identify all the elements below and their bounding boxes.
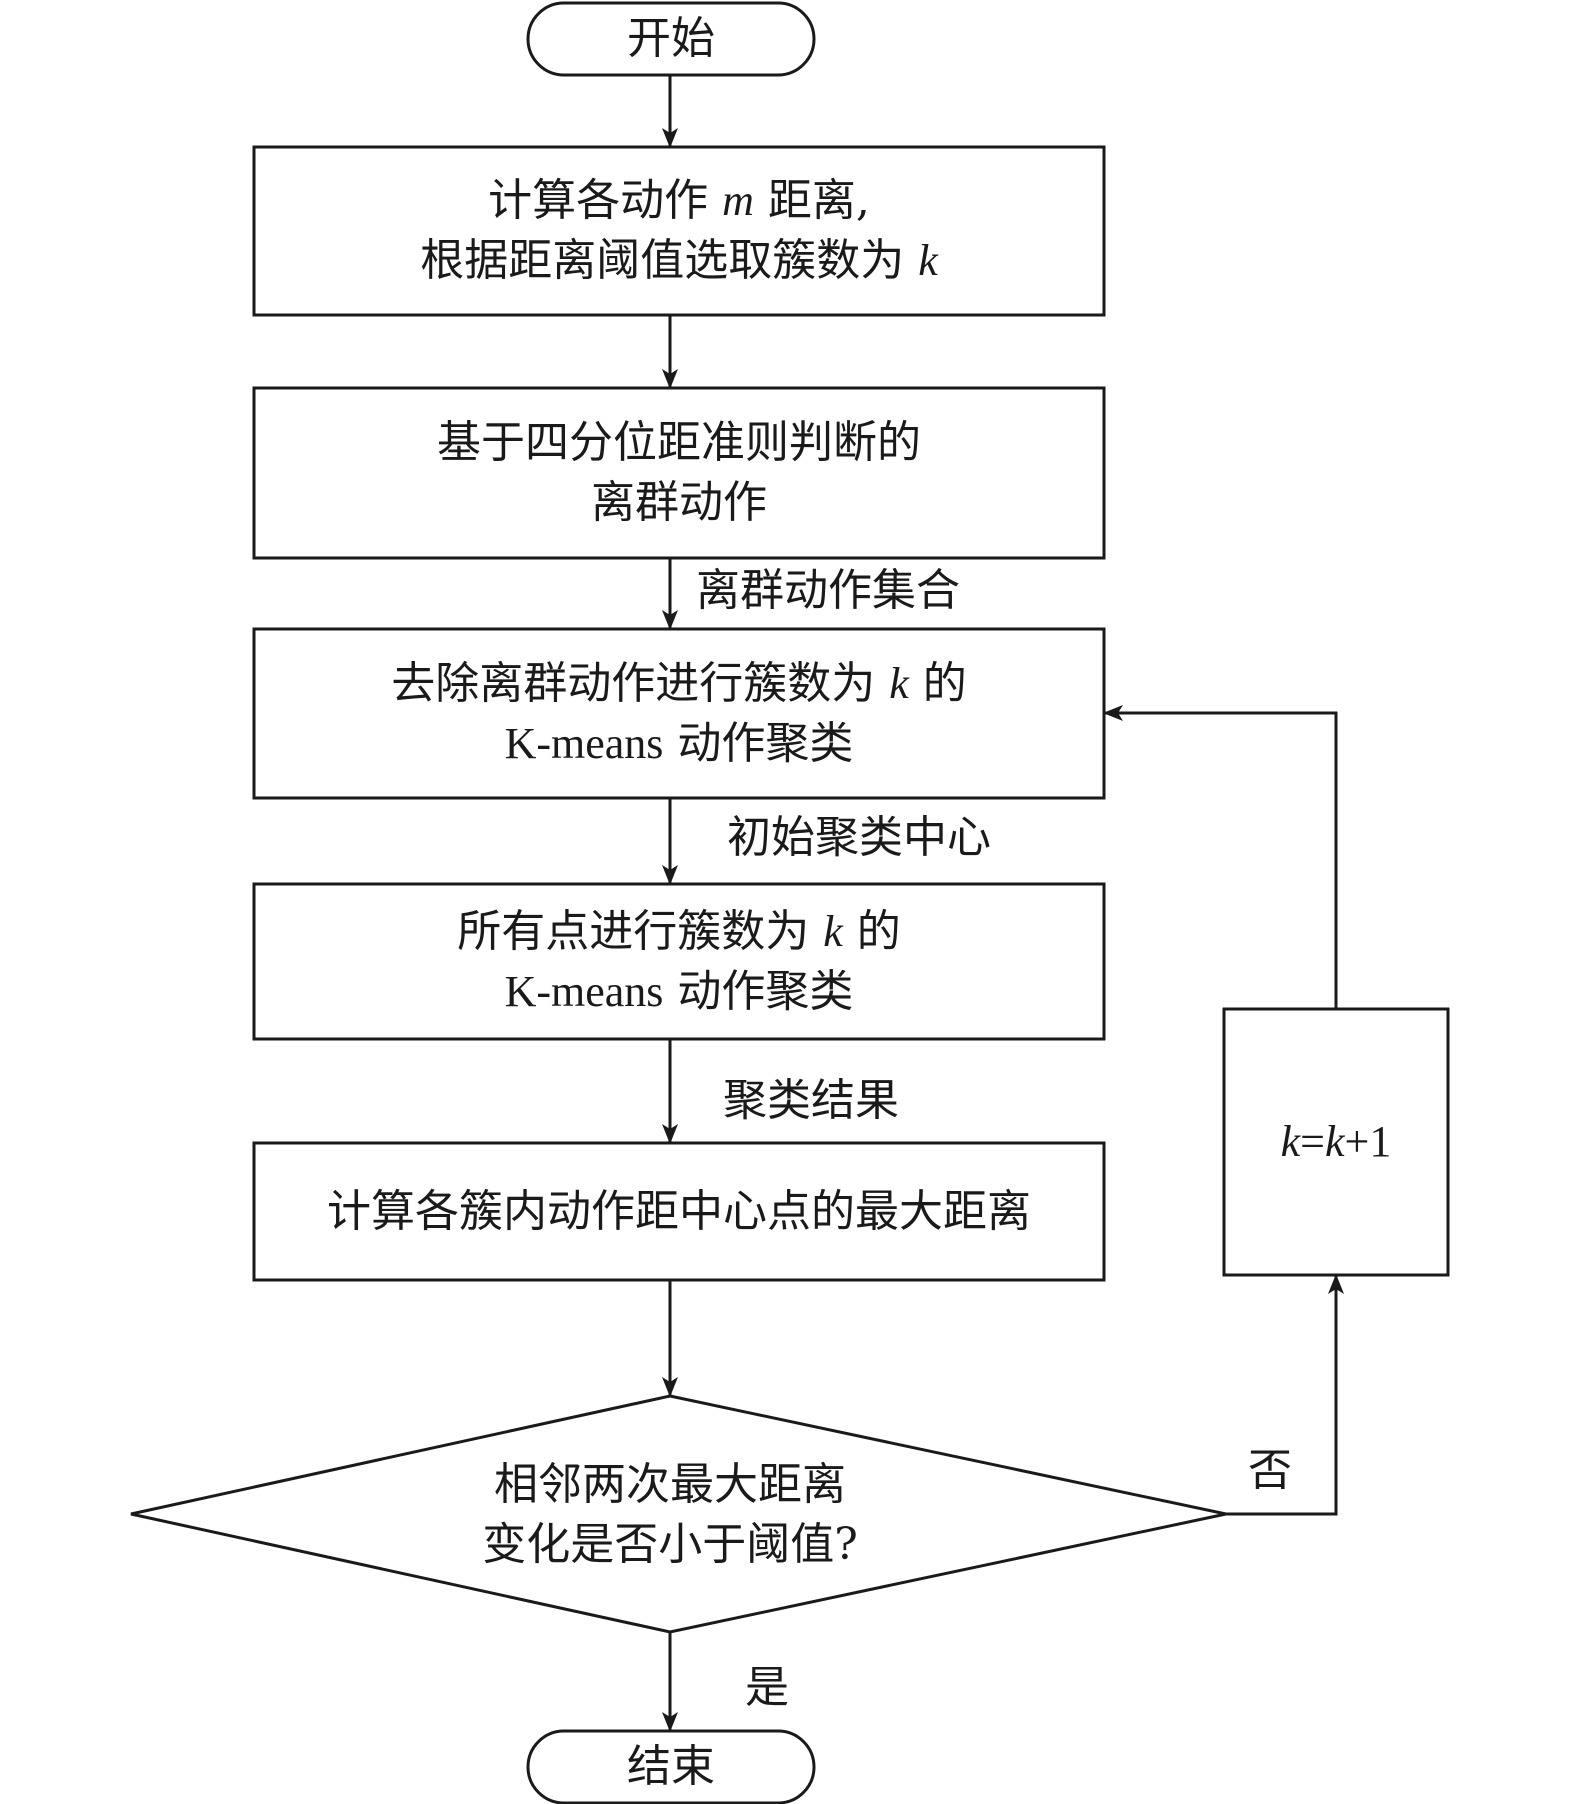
edge-label-yes: 是 [745, 1662, 789, 1713]
step1-text-b: 距离, [767, 175, 870, 226]
start-text: 开始 [627, 13, 715, 64]
increment-label: k=k+1 [1224, 1009, 1448, 1275]
edge-label-cluster-result: 聚类结果 [723, 1075, 899, 1126]
step3-line1: 去除离群动作进行簇数为 k 的 [391, 654, 967, 714]
step2-box [252, 386, 1106, 560]
plus-one: +1 [1344, 1117, 1392, 1166]
end-label: 结束 [528, 1731, 814, 1803]
step4-line2: K-means 动作聚类 [505, 962, 854, 1022]
step3-text-c: 动作聚类 [677, 717, 854, 769]
step5-text: 计算各簇内动作距中心点的最大距离 [327, 1185, 1031, 1237]
decision-label: 相邻两次最大距离 变化是否小于阈值? [300, 1450, 1040, 1580]
equals-sign: = [1300, 1117, 1325, 1166]
step3-label: 去除离群动作进行簇数为 k 的 K-means 动作聚类 [254, 629, 1104, 798]
step3-box [252, 627, 1106, 800]
variable-k: k [823, 906, 843, 956]
step4-box [252, 882, 1106, 1041]
step4-text-a: 所有点进行簇数为 [457, 905, 810, 957]
decision-line1: 相邻两次最大距离 [494, 1459, 846, 1510]
increment-formula: k=k+1 [1281, 1112, 1392, 1172]
step4-text-c: 动作聚类 [677, 965, 854, 1017]
step2-line2: 离群动作 [591, 477, 767, 528]
step1-box [252, 145, 1106, 317]
step1-line1: 计算各动作 m 距离, [488, 171, 870, 231]
variable-k: k [1325, 1117, 1345, 1166]
step1-text-c: 根据距离阈值选取簇数为 [420, 235, 905, 286]
step3-kmeans: K-means [504, 718, 664, 768]
edge-label-outliers-set: 离群动作集合 [696, 565, 960, 616]
step4-line1: 所有点进行簇数为 k 的 [457, 902, 901, 962]
step3-line2: K-means 动作聚类 [505, 714, 854, 774]
decision-line2: 变化是否小于阈值? [482, 1519, 858, 1570]
edge-label-initial-centers: 初始聚类中心 [727, 812, 991, 863]
end-text: 结束 [627, 1741, 715, 1792]
step5-label: 计算各簇内动作距中心点的最大距离 [254, 1143, 1104, 1280]
variable-k: k [889, 658, 909, 708]
start-label: 开始 [528, 3, 814, 75]
step4-text-b: 的 [856, 905, 901, 957]
step1-text-a: 计算各动作 [488, 175, 709, 226]
variable-k: k [918, 236, 938, 285]
arrow-increment-to-step3 [1103, 705, 1338, 1009]
step3-text-b: 的 [922, 657, 967, 709]
step5-box [252, 1141, 1106, 1282]
step3-text-a: 去除离群动作进行簇数为 [391, 657, 876, 709]
step1-line2: 根据距离阈值选取簇数为 k [420, 231, 938, 291]
step4-label: 所有点进行簇数为 k 的 K-means 动作聚类 [254, 884, 1104, 1039]
step2-line1: 基于四分位距准则判断的 [437, 417, 921, 468]
variable-k: k [1280, 1117, 1301, 1166]
arrow-decision-to-increment [1226, 1274, 1344, 1516]
step4-kmeans: K-means [504, 966, 664, 1016]
step1-label: 计算各动作 m 距离, 根据距离阈值选取簇数为 k [254, 147, 1104, 315]
step2-label: 基于四分位距准则判断的 离群动作 [254, 388, 1104, 558]
edge-label-no: 否 [1248, 1445, 1292, 1496]
variable-m: m [722, 176, 754, 225]
